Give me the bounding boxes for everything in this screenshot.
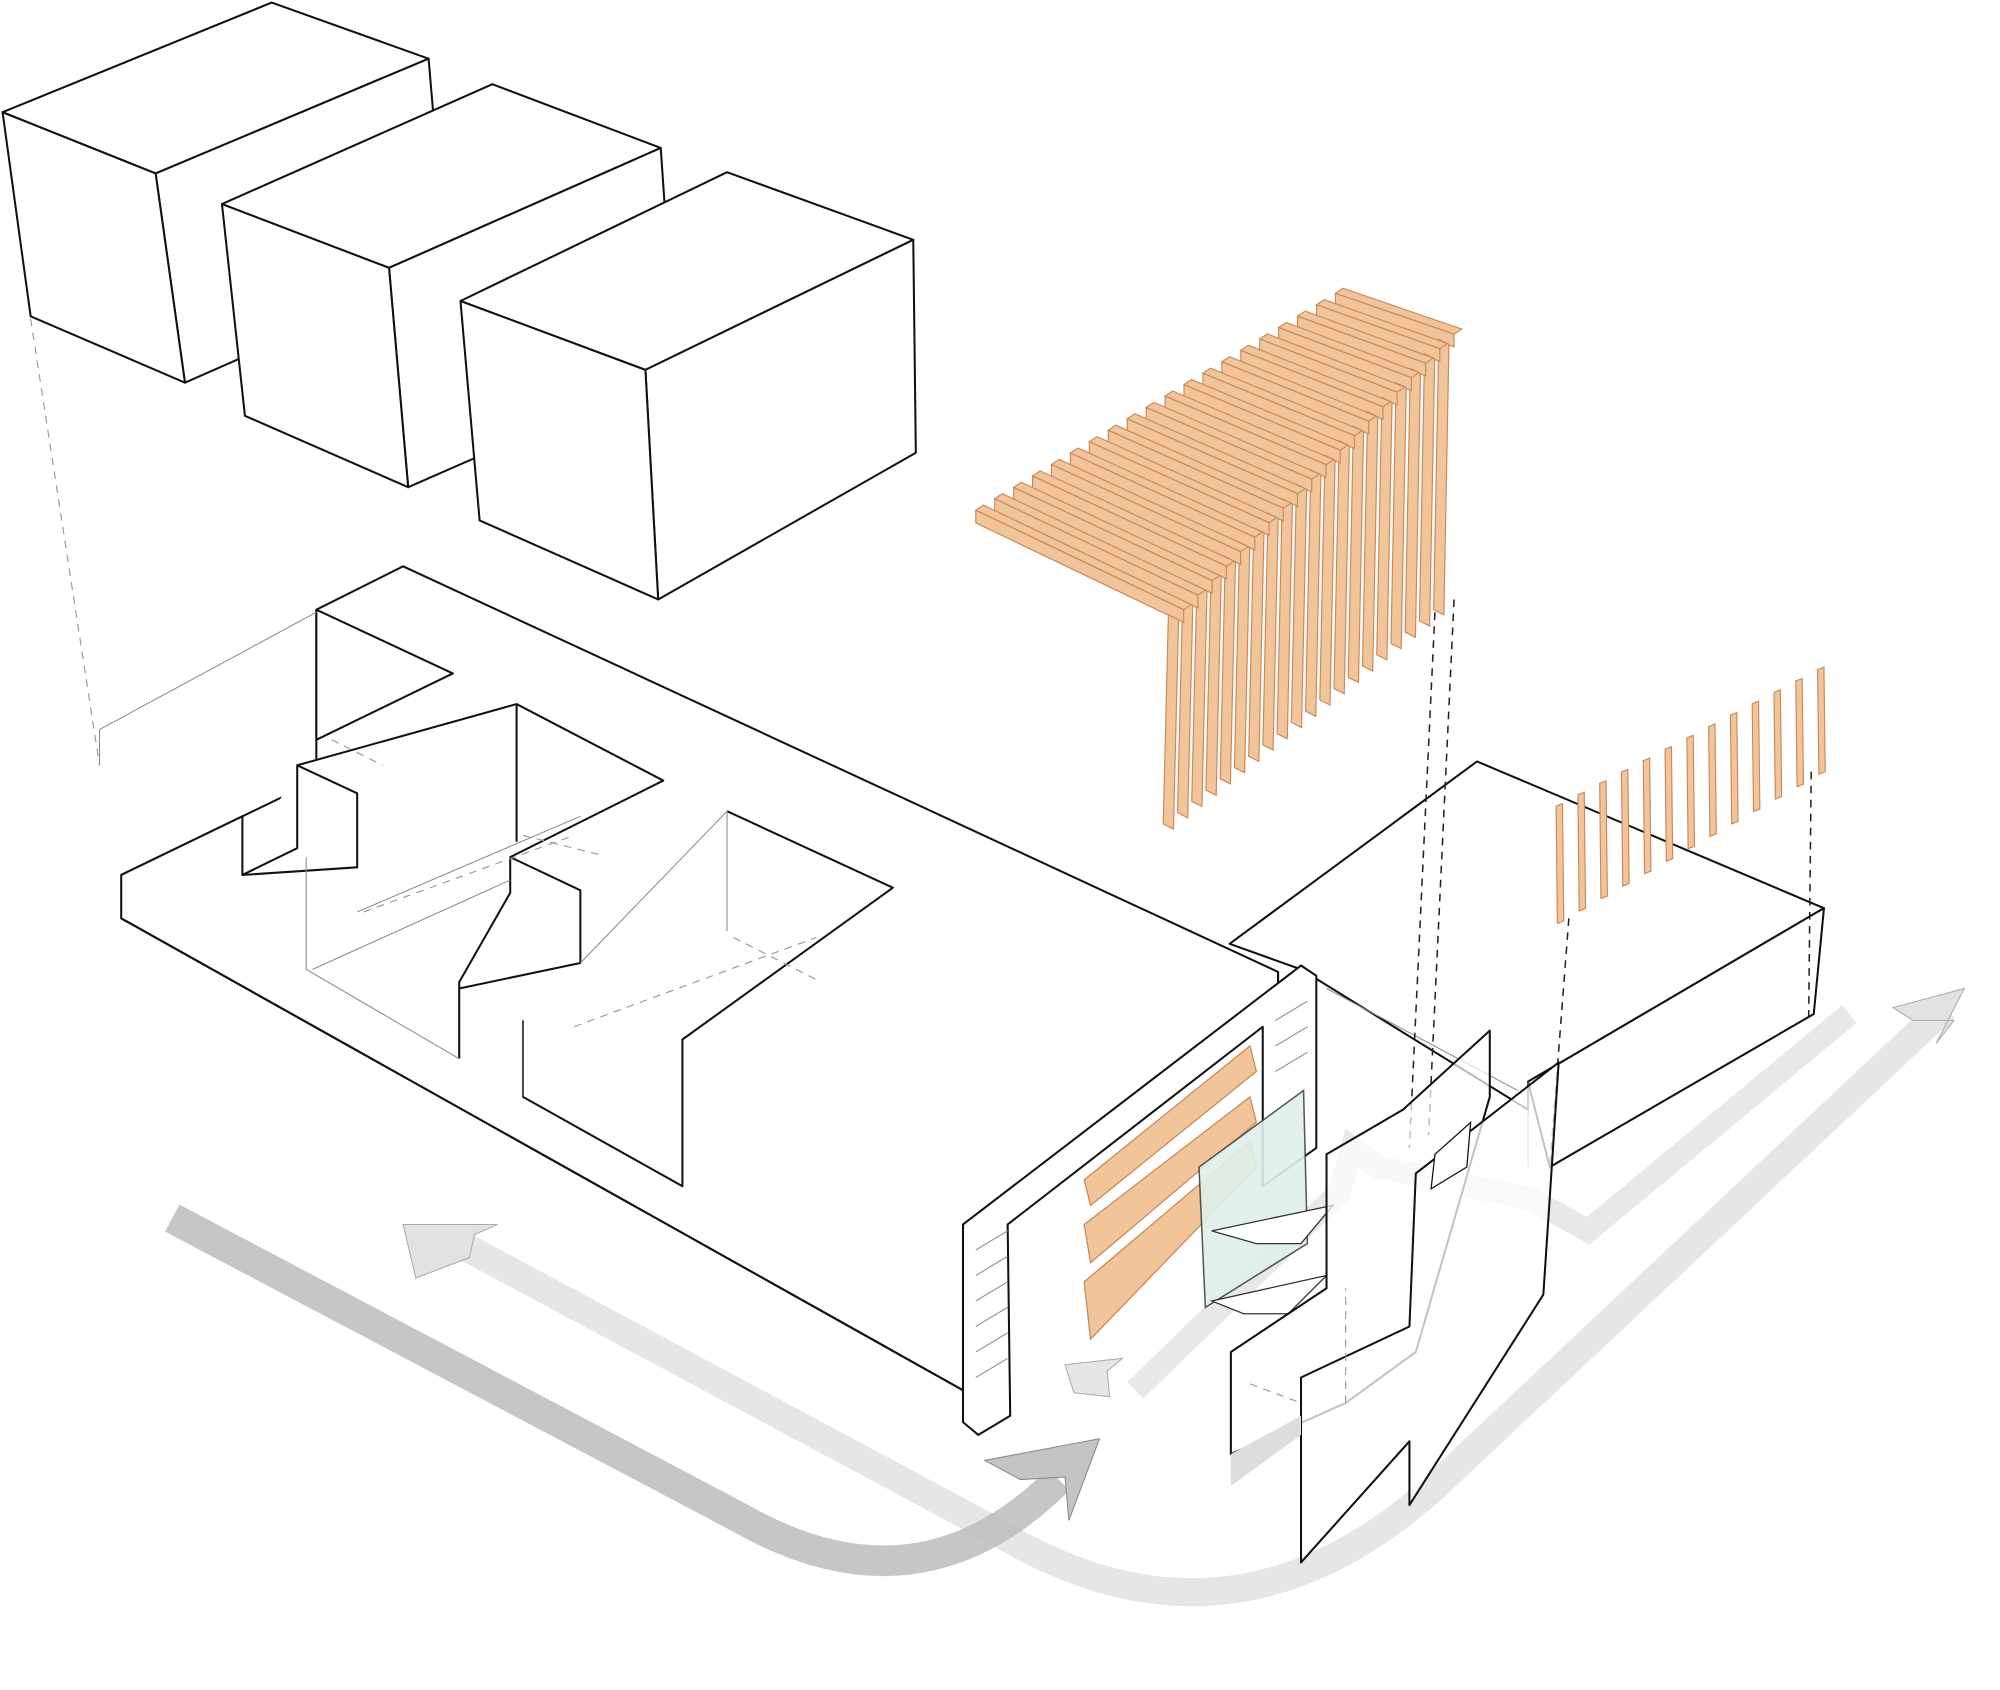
panel-base-shadow: [1230, 1415, 1302, 1486]
wood-post: [1555, 802, 1565, 925]
wood-post: [1577, 791, 1587, 912]
slat-vertical-leg: [1233, 541, 1251, 774]
wood-post: [1729, 711, 1739, 825]
slat-vertical-leg: [1162, 613, 1180, 830]
slat-horizontal-beam: [1259, 338, 1398, 406]
arrow-path-dark: [165, 1204, 1070, 1576]
projection-line-left: [30, 318, 101, 766]
wood-post: [1664, 745, 1674, 863]
arrow-head-upper-right: [1891, 987, 1966, 1044]
arrow-head-dark: [983, 1438, 1101, 1521]
wood-slat: [1334, 287, 1464, 616]
wood-post: [1599, 779, 1608, 900]
wood-panel-2: [1083, 1095, 1258, 1264]
wood-post: [1642, 757, 1652, 875]
slat-horizontal-beam: [1240, 349, 1384, 421]
wood-slat: [993, 493, 1207, 819]
slat-horizontal-beam: [1107, 429, 1284, 522]
wood-slat: [1182, 378, 1350, 706]
slat-vertical-leg: [1176, 599, 1194, 819]
slat-vertical-leg: [1319, 454, 1336, 706]
slat-horizontal-beam: [1278, 326, 1412, 392]
slat-horizontal-beam: [1164, 395, 1327, 479]
wood-slat: [1296, 310, 1435, 639]
wood-slat: [1069, 447, 1264, 774]
wood-post: [1773, 688, 1783, 800]
slat-horizontal-beam: [1031, 475, 1227, 580]
slat-vertical-leg: [1304, 468, 1322, 718]
wood-post: [1816, 666, 1826, 776]
projection-lines: [1408, 599, 1812, 1168]
wood-post: [1620, 768, 1630, 887]
slat-horizontal-beam: [1334, 292, 1455, 348]
slat-horizontal-beam: [1145, 406, 1313, 493]
wood-slat: [1050, 458, 1250, 785]
slat-vertical-leg: [1191, 584, 1208, 808]
slat-vertical-leg: [1376, 396, 1393, 661]
slat-vertical-leg: [1262, 512, 1279, 752]
wood-slat: [1107, 424, 1293, 752]
wood-slat: [1012, 481, 1221, 808]
wood-post: [1708, 723, 1717, 838]
slat-horizontal-beam: [1013, 486, 1213, 595]
slat-vertical-leg: [1205, 570, 1222, 797]
slat-vertical-leg: [1248, 526, 1265, 763]
arrow-head-entry: [1064, 1357, 1125, 1398]
slat-vertical-leg: [1219, 555, 1237, 785]
wood-slat-array: [974, 287, 1464, 830]
wood-slat: [1201, 367, 1364, 695]
wood-panel-1: [1083, 1044, 1258, 1207]
entry-frame: [961, 964, 1335, 1436]
arrow-path-light-long: [452, 997, 1955, 1607]
slat-horizontal-beam: [1202, 372, 1356, 450]
slat-vertical-leg: [1347, 425, 1365, 684]
massing-box-3: [459, 171, 917, 601]
slat-horizontal-beam: [1221, 360, 1370, 435]
wood-slat: [1126, 413, 1307, 740]
wood-post: [1686, 734, 1696, 850]
wood-slat: [1220, 356, 1378, 684]
wood-slat: [1031, 470, 1236, 797]
wood-post-array: [1555, 666, 1826, 925]
wood-slat: [1144, 401, 1321, 729]
massing-boxes: [1, 1, 917, 601]
wood-post: [1751, 700, 1761, 813]
wood-slat: [1088, 435, 1278, 763]
slat-vertical-leg: [1361, 410, 1379, 673]
wood-slat: [1258, 333, 1407, 661]
slat-horizontal-beam: [1088, 440, 1270, 537]
slat-horizontal-beam: [1069, 452, 1256, 551]
wood-slat: [974, 504, 1193, 830]
slat-vertical-leg: [1333, 439, 1350, 695]
window-opening: [1430, 1120, 1472, 1190]
stair-1: [1211, 1204, 1335, 1245]
slat-vertical-leg: [1404, 367, 1422, 639]
slat-horizontal-beam: [1315, 303, 1441, 363]
wood-slat: [1239, 344, 1392, 673]
slat-horizontal-beam: [994, 497, 1199, 609]
slat-vertical-leg: [1418, 352, 1436, 627]
slat-vertical-leg: [1276, 497, 1294, 740]
glass-panel: [1198, 1089, 1309, 1309]
slat-horizontal-beam: [1050, 463, 1242, 566]
slat-vertical-leg: [1433, 338, 1450, 616]
wood-slat: [1277, 321, 1421, 650]
arrow-head-left: [402, 1223, 498, 1279]
wood-slat: [1163, 390, 1335, 718]
slat-horizontal-beam: [1297, 315, 1427, 377]
wood-post: [1795, 677, 1805, 788]
slat-horizontal-beam: [1126, 418, 1299, 508]
slat-horizontal-beam: [975, 509, 1185, 624]
slat-vertical-leg: [1390, 381, 1407, 650]
slat-horizontal-beam: [1183, 383, 1341, 464]
facade-panels: [1229, 1029, 1560, 1564]
slat-vertical-leg: [1290, 483, 1308, 729]
